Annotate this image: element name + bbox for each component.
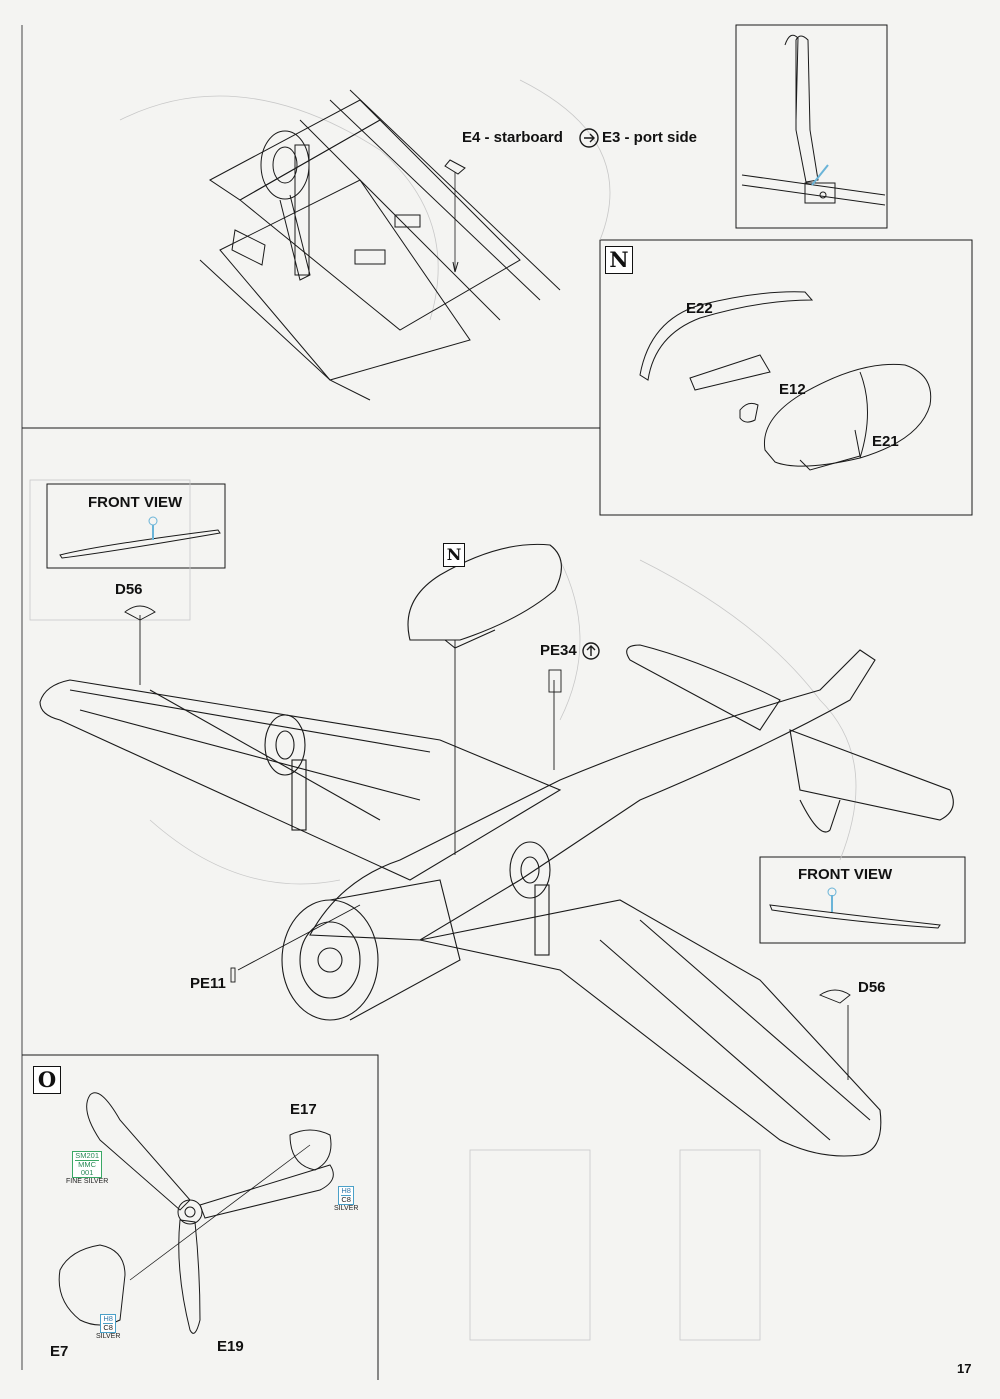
label-e19: E19: [217, 1338, 244, 1355]
main-step-n-marker: N: [443, 543, 465, 567]
step-o-marker: O: [33, 1066, 61, 1094]
label-e3-port-side: E3 - port side: [602, 129, 698, 146]
callout-arrow-icons: [579, 128, 600, 660]
front-view-right-box: [759, 856, 966, 944]
front-view-left-box: [46, 483, 226, 569]
step-n-marker: N: [605, 246, 633, 274]
label-e4-starboard: E4 - starboard: [462, 129, 563, 146]
label-e22: E22: [686, 300, 713, 317]
label-d56-right: D56: [858, 979, 886, 996]
label-e21: E21: [872, 433, 899, 450]
front-view-left-wing: [59, 529, 221, 559]
page-number: 17: [957, 1361, 972, 1376]
step-o-box: [22, 1054, 379, 1380]
label-front-view-right: FRONT VIEW: [798, 866, 893, 883]
step-n-box: [599, 239, 973, 516]
label-e7: E7: [50, 1343, 69, 1360]
paint-callout-e7: H8 C8 SILVER: [96, 1314, 121, 1340]
label-front-view-left: FRONT VIEW: [88, 494, 183, 511]
inset-gear-box: [735, 24, 888, 229]
label-pe11: PE11: [190, 975, 226, 992]
paint-callout-propeller: SM201 MMC 001 FINE SILVER: [66, 1151, 109, 1185]
label-e12: E12: [779, 381, 806, 398]
front-view-right-wing: [769, 904, 941, 929]
step-o-propeller: [58, 1092, 334, 1334]
step-n-tank: [639, 291, 932, 471]
label-pe34: PE34: [540, 642, 577, 659]
aircraft-main: [39, 543, 954, 1157]
label-e17: E17: [290, 1101, 317, 1118]
inset-gear-leg: [741, 34, 886, 206]
label-d56-left: D56: [115, 581, 143, 598]
leader-lines: [124, 605, 851, 1080]
top-gear-detail: [199, 89, 561, 401]
paint-callout-e17: H8 C8 SILVER: [334, 1186, 359, 1212]
